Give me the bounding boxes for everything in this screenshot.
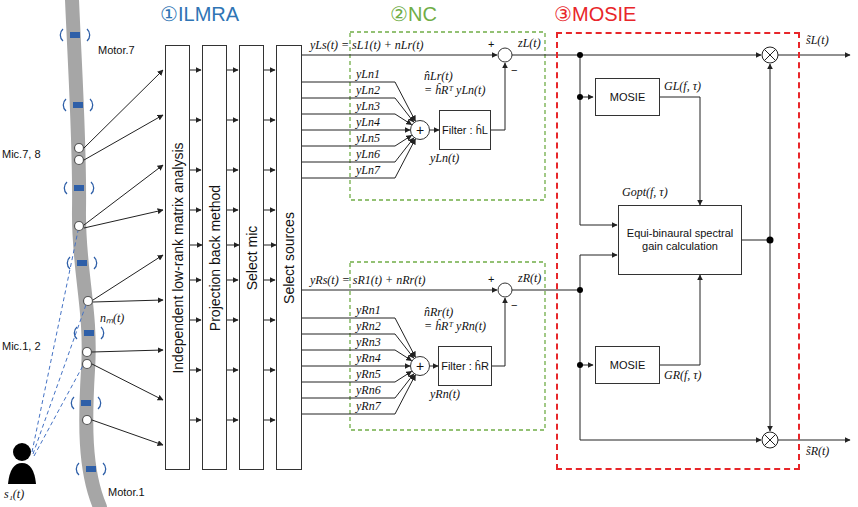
signal-name: yRn3 <box>356 336 381 349</box>
signal-name: nₘ(t) <box>100 312 124 325</box>
sign: + <box>488 273 494 286</box>
signal-equation: = ĥRᵀ yLn(t) <box>424 84 485 97</box>
sign: − <box>511 64 517 77</box>
signal-name: yLn2 <box>356 84 380 97</box>
signal-name: yRn7 <box>356 400 381 413</box>
signal-equation: yRs(t) = sR1(t) + nRr(t) <box>310 274 426 287</box>
signal-name: yRn(t) <box>430 388 460 401</box>
part-name: Mic.7, 8 <box>2 148 41 161</box>
signal-name: yRn2 <box>356 320 381 333</box>
stage-heading: ①ILMRA <box>160 2 239 26</box>
part-name: Motor.1 <box>108 486 145 499</box>
signal-arrow <box>227 245 239 246</box>
node-text: Equi-binaural spectral gain calculation <box>619 227 741 253</box>
stage-heading: ②NC <box>390 2 437 26</box>
subtractor <box>498 48 512 297</box>
microphones <box>75 144 93 425</box>
signal-equation: n̂Rr(t) <box>424 306 453 319</box>
node-text: Select sources <box>281 212 297 304</box>
signal-name: s₁(t) <box>4 488 24 501</box>
process-box: Equi-binaural spectral gain calculation <box>618 205 742 275</box>
process-box: Select sources <box>276 45 302 470</box>
node-text: Projection back method <box>207 184 223 330</box>
signal-arrow <box>264 245 276 246</box>
process-box: Independent low-rank matrix analysis <box>165 45 190 470</box>
nc-wiring <box>302 55 505 414</box>
signal-name: yLn5 <box>356 132 380 145</box>
signal-arrow <box>430 366 438 367</box>
signal-name: yLn6 <box>356 148 380 161</box>
speaker-icon <box>8 443 36 484</box>
node-text: + <box>416 123 424 137</box>
process-box: MOSIE <box>595 346 660 384</box>
signal-name: zR(t) <box>518 272 541 285</box>
gain-name: Gopt(f, τ) <box>622 186 668 199</box>
mic-signals <box>84 70 163 445</box>
signal-name: yLn7 <box>356 164 380 177</box>
output-name: s̃R(t) <box>806 445 829 458</box>
sign: + <box>488 38 494 51</box>
signal-name: yLn3 <box>356 100 380 113</box>
snake-body <box>72 0 100 507</box>
signal-name: yLn(t) <box>430 152 459 165</box>
process-box: Projection back method <box>202 45 227 470</box>
signal-name: yRn4 <box>356 352 381 365</box>
node-text: MOSIE <box>610 359 645 372</box>
gain-name: GR(f, τ) <box>664 369 702 382</box>
filter-box: Filter : ĥR <box>438 346 492 386</box>
gain-name: GL(f, τ) <box>664 80 701 93</box>
sum-junction: + <box>410 356 430 376</box>
region-heading: ③MOSIE <box>554 2 636 26</box>
part-name: Motor.7 <box>98 44 135 57</box>
signal-name: yLn1 <box>356 68 380 81</box>
sum-junction: + <box>410 120 430 140</box>
node-text: Filter : ĥL <box>442 124 488 137</box>
signal-name: yRn1 <box>356 304 381 317</box>
signal-arrow <box>302 366 410 367</box>
signal-arrow <box>302 130 410 131</box>
node-text: + <box>416 359 424 373</box>
junction-dots <box>577 52 774 368</box>
signal-name: yRn5 <box>356 368 381 381</box>
mosie-region: ③MOSIEMOSIEEqui-binaural spectral gain c… <box>556 32 800 470</box>
nc-region <box>350 32 545 430</box>
sign: − <box>511 299 517 312</box>
multiplier <box>762 47 778 448</box>
motor-rotation <box>60 29 105 475</box>
signal-equation: = ĥRᵀ yRn(t) <box>424 320 486 333</box>
signal-arrow <box>430 130 439 131</box>
node-text: Filter : ĥR <box>441 360 489 373</box>
process-box: Select mic <box>239 45 264 470</box>
signal-name: yRn6 <box>356 384 381 397</box>
signal-equation: n̂Lr(t) <box>424 70 453 83</box>
filter-box: Filter : ĥL <box>439 110 491 150</box>
signal-name: zL(t) <box>518 37 541 50</box>
process-box: MOSIE <box>595 78 660 116</box>
node-text: Independent low-rank matrix analysis <box>170 142 186 373</box>
node-text: MOSIE <box>610 91 645 104</box>
signal-equation: yLs(t) = sL1(t) + nLr(t) <box>310 39 424 52</box>
signal-name: yLn4 <box>356 116 380 129</box>
node-text: Select mic <box>244 225 260 290</box>
signal-arrow <box>190 245 202 246</box>
output-name: s̃L(t) <box>806 34 829 47</box>
signal-arrow <box>660 275 700 365</box>
part-name: Mic.1, 2 <box>2 340 41 353</box>
